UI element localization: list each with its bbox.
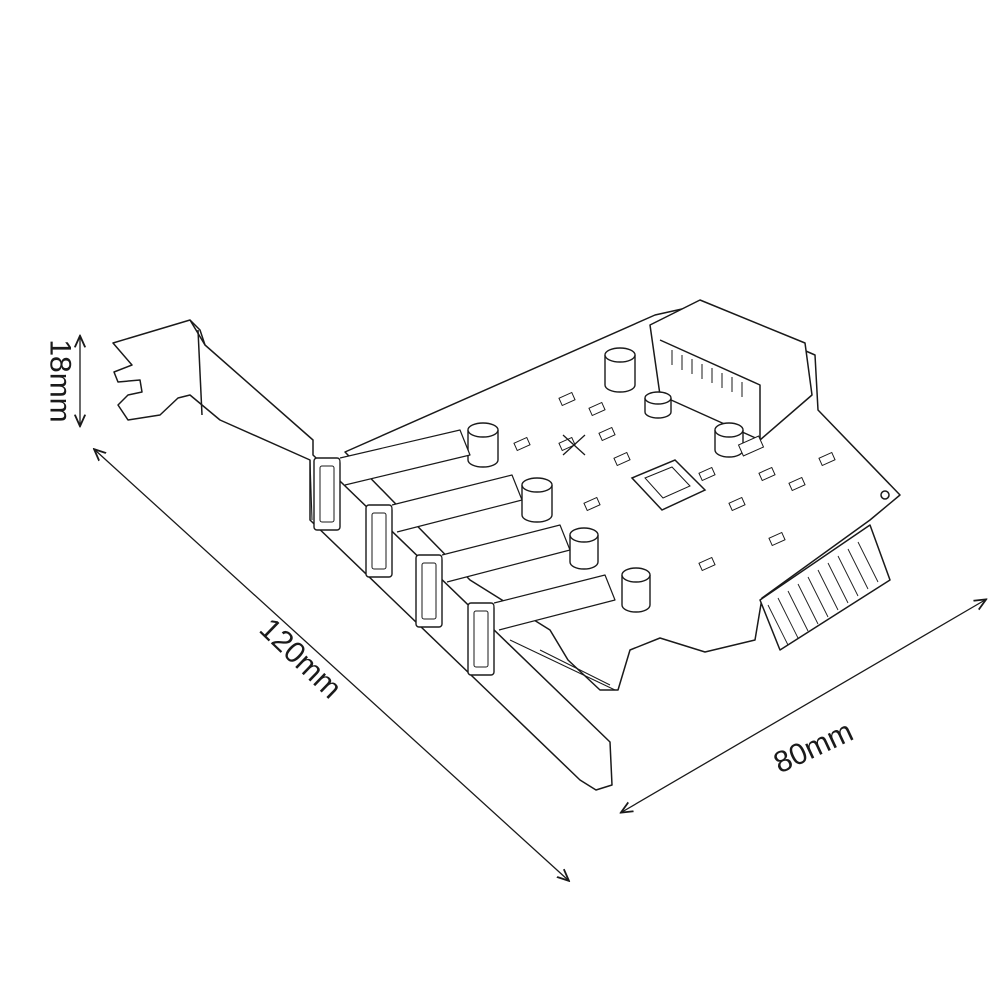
usb-port-icon — [313, 429, 471, 531]
capacitor-icon — [621, 567, 651, 613]
power-connector — [649, 299, 813, 441]
bracket-detail — [509, 639, 616, 691]
usb-ports — [313, 429, 616, 676]
dimension-lines — [80, 337, 985, 880]
capacitor-icon — [569, 527, 599, 570]
capacitor-icon — [644, 391, 672, 419]
height-dimension-label: 18mm — [43, 339, 77, 423]
capacitor-icon — [521, 477, 553, 523]
usb-port-icon — [415, 524, 571, 628]
width-dimension-line — [622, 600, 985, 812]
capacitor-icon — [467, 422, 499, 468]
usb-port-icon — [365, 474, 523, 578]
length-dimension-line — [95, 450, 568, 880]
capacitor-icon — [714, 422, 744, 458]
controller-chip — [630, 459, 707, 511]
usb-port-icon — [467, 574, 616, 676]
capacitors — [467, 347, 744, 613]
smd-components — [513, 391, 836, 572]
capacitor-icon — [604, 347, 636, 393]
